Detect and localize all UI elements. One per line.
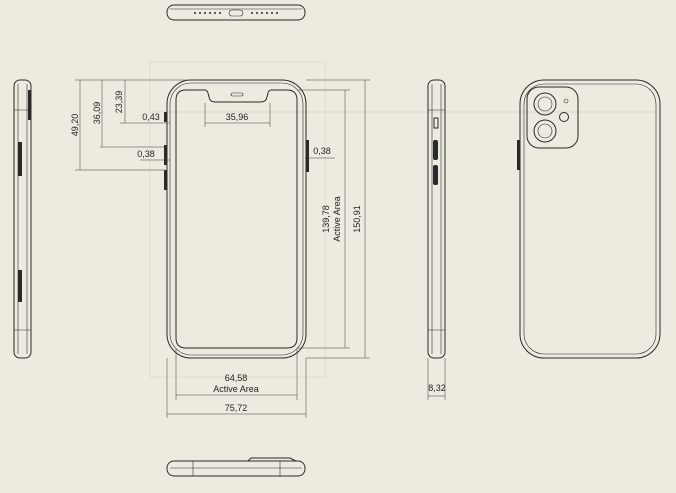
dim-139-78: 139,78 [321, 205, 331, 233]
dim-active-area-horizontal: Active Area [213, 384, 259, 394]
camera-lens-top [533, 92, 557, 116]
camera-lens-bottom [533, 119, 557, 143]
right-side-view [427, 79, 446, 359]
front-view [164, 79, 309, 359]
dimension-lines [75, 79, 446, 418]
dim-active-area-vertical: Active Area [332, 196, 342, 242]
dim-0-38-left: 0,38 [137, 149, 155, 159]
dim-23-39: 23,39 [114, 91, 124, 114]
top-view [166, 4, 306, 21]
dim-8-32: 8,32 [428, 383, 446, 393]
dim-0-38-right: 0,38 [313, 146, 331, 156]
camera-bump [526, 86, 579, 149]
dim-35-96: 35,96 [226, 112, 249, 122]
dim-64-58: 64,58 [225, 373, 248, 383]
dim-75-72: 75,72 [225, 403, 248, 413]
dim-49-20: 49,20 [70, 114, 80, 137]
dim-36-09: 36,09 [92, 102, 102, 125]
left-side-view [13, 79, 32, 359]
back-view [517, 79, 661, 359]
construction-lines [149, 61, 660, 378]
dim-150-91: 150,91 [352, 205, 362, 233]
camera-flash [559, 112, 569, 122]
dimension-labels: 49,20 36,09 23,39 0,43 35,96 0,38 0,38 1… [70, 91, 446, 413]
bottom-view [166, 457, 306, 477]
dim-0-43: 0,43 [142, 112, 160, 122]
